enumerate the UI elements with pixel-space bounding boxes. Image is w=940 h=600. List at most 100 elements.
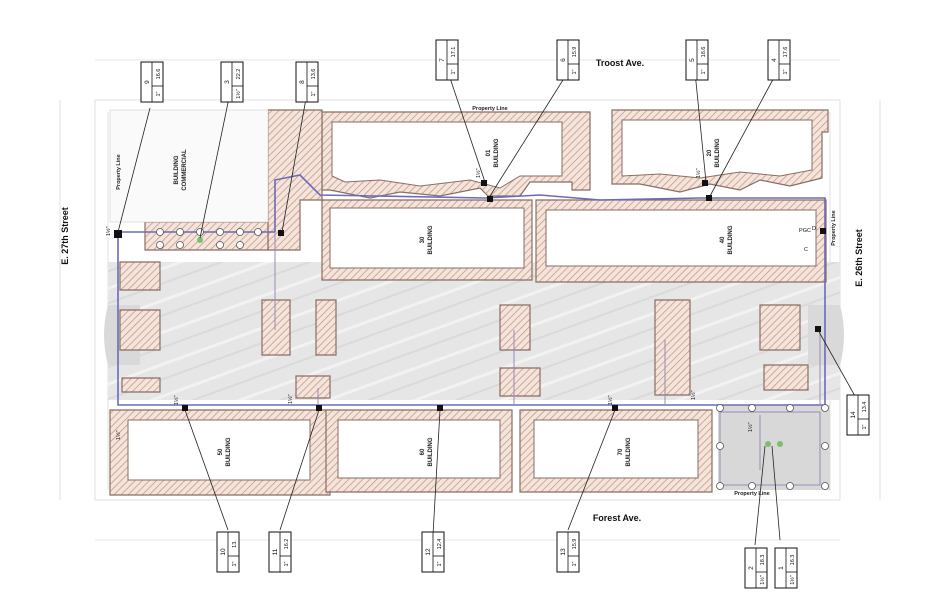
callout-tag-id: 3 xyxy=(224,80,231,84)
callout-tag-id: 2 xyxy=(748,566,755,570)
building-labels: 01 BUILDING 20 BUILDING 30 BUILDING 40 B… xyxy=(174,138,734,466)
building-60-number: 60 xyxy=(420,448,426,455)
building-commercial-number: COMMERCIAL xyxy=(182,149,188,191)
callout-tag-value: 16.2 xyxy=(284,539,290,550)
commercial-lot xyxy=(109,109,269,223)
callout-tag-value: 16.3 xyxy=(790,555,796,566)
property-line-label-north: Property Line xyxy=(472,106,507,112)
callout-tag-id: 6 xyxy=(560,58,567,62)
building-30-number: 30 xyxy=(420,236,426,243)
column-markers: PGC C D xyxy=(114,180,829,490)
building-01-number: 01 xyxy=(486,149,492,156)
street-label-south: Forest Ave. xyxy=(593,513,641,523)
svg-text:1½": 1½" xyxy=(695,168,702,178)
callout-tag-1: 11½"16.3 xyxy=(774,547,798,589)
callout-tag-size: 1" xyxy=(783,69,789,74)
callout-tag-size: 1" xyxy=(437,561,443,566)
callout-tag-value: 17.1 xyxy=(451,47,457,58)
svg-text:1½": 1½" xyxy=(287,394,294,404)
callout-tag-size: 1" xyxy=(862,424,868,429)
callout-tag-size: 1" xyxy=(701,69,707,74)
c-label: C xyxy=(804,247,808,253)
pipe-network xyxy=(117,174,826,486)
callout-tag-size: 1" xyxy=(572,561,578,566)
callout-tag-id: 9 xyxy=(144,80,151,84)
tag-layer: 11½"16.321½"18.331½"22.241"17.651"18.661… xyxy=(140,39,870,589)
callout-tag-14: 14 1" 13.4 xyxy=(846,394,870,436)
callout-tag-id: 10 xyxy=(220,548,227,556)
callout-tag-value: 13.4 xyxy=(862,402,868,413)
callout-tag-12: 121"12.4 xyxy=(421,531,445,573)
building-01-label: BUILDING xyxy=(494,138,500,167)
building-commercial-label: BUILDING xyxy=(174,155,180,184)
callout-tag-8: 81"13.6 xyxy=(295,61,319,103)
callout-tag-id: 7 xyxy=(439,58,446,62)
building-west-wings xyxy=(119,261,809,399)
callout-tag-size: 1" xyxy=(284,561,290,566)
callout-tag-size: 1" xyxy=(232,561,238,566)
building-50-number: 50 xyxy=(218,448,224,455)
callout-tag-id: 8 xyxy=(299,80,306,84)
building-01 xyxy=(321,111,591,199)
parking-lot-east xyxy=(718,405,830,490)
building-50 xyxy=(109,409,331,496)
street-label-north: Troost Ave. xyxy=(596,58,644,68)
building-70 xyxy=(519,409,713,493)
callout-tag-9: 91"16.6 xyxy=(140,61,164,103)
svg-text:1½": 1½" xyxy=(690,390,697,400)
property-line-label-west: Property Line xyxy=(116,154,122,189)
property-line-label-south: Property Line xyxy=(734,491,769,497)
svg-text:1½": 1½" xyxy=(607,395,614,405)
building-60 xyxy=(325,409,513,493)
building-30 xyxy=(321,199,533,281)
callout-tag-value: 15.9 xyxy=(572,539,578,550)
tag-leader-lines xyxy=(117,71,861,546)
svg-text:1½": 1½" xyxy=(115,430,122,440)
street-label-west: E. 27th Street xyxy=(60,207,70,265)
callout-tag-value: 17.6 xyxy=(783,47,789,58)
building-30-label: BUILDING xyxy=(428,225,434,254)
callout-tag-size: 1½" xyxy=(235,89,242,99)
d-label: D xyxy=(812,226,816,232)
callout-tag-size: 1" xyxy=(156,91,162,96)
building-70-label: BUILDING xyxy=(626,437,632,466)
meter-marker-west xyxy=(197,237,203,243)
callout-tag-id: 5 xyxy=(689,58,696,62)
street-label-east: E. 26th Street xyxy=(854,229,864,287)
building-40-number: 40 xyxy=(720,236,726,243)
callout-tag-2: 21½"18.3 xyxy=(744,547,768,589)
callout-tag-11: 111"16.2 xyxy=(268,531,292,573)
callout-tag-size: 1" xyxy=(311,91,317,96)
building-40-label: BUILDING xyxy=(728,225,734,254)
callout-tag-4: 4 1" 17.6 xyxy=(767,39,791,81)
callout-tag-id: 12 xyxy=(425,548,432,556)
callout-tag-size: 1½" xyxy=(789,575,796,585)
callout-tag-13: 13 1" 15.9 xyxy=(556,531,580,573)
building-60-label: BUILDING xyxy=(428,437,434,466)
svg-text:1½": 1½" xyxy=(747,422,754,432)
valve-marker xyxy=(114,230,122,238)
callout-tag-value: 18.3 xyxy=(760,555,766,566)
callout-tag-id: 4 xyxy=(771,58,778,62)
building-70-number: 70 xyxy=(618,448,624,455)
building-40 xyxy=(535,199,827,283)
callout-tag-7: 7 1" 17.1 xyxy=(435,39,459,81)
callout-tag-10: 101"13. xyxy=(216,531,240,573)
property-line-label-east: Property Line xyxy=(831,210,837,245)
callout-tag-3: 31½"22.2 xyxy=(220,61,244,103)
meter-marker-east xyxy=(765,441,771,447)
callout-tag-value: 18.6 xyxy=(701,47,707,58)
callout-tag-6: 6 1" 15.9 xyxy=(556,39,580,81)
building-commercial xyxy=(109,109,323,251)
callout-tag-value: 15.9 xyxy=(572,47,578,58)
pipe-size-notes: 1½" 1½" 1½" 1½" 1½" 1½" 1½" 1½" 1½" xyxy=(105,168,754,440)
callout-tag-size: 1" xyxy=(572,69,578,74)
callout-tag-id: 13 xyxy=(560,548,567,556)
callout-tag-id: 14 xyxy=(850,411,857,419)
building-20 xyxy=(611,109,829,193)
building-20-label: BUILDING xyxy=(715,138,721,167)
callout-tag-size: 1" xyxy=(451,69,457,74)
building-20-number: 20 xyxy=(707,149,713,156)
svg-text:1½": 1½" xyxy=(105,226,112,236)
